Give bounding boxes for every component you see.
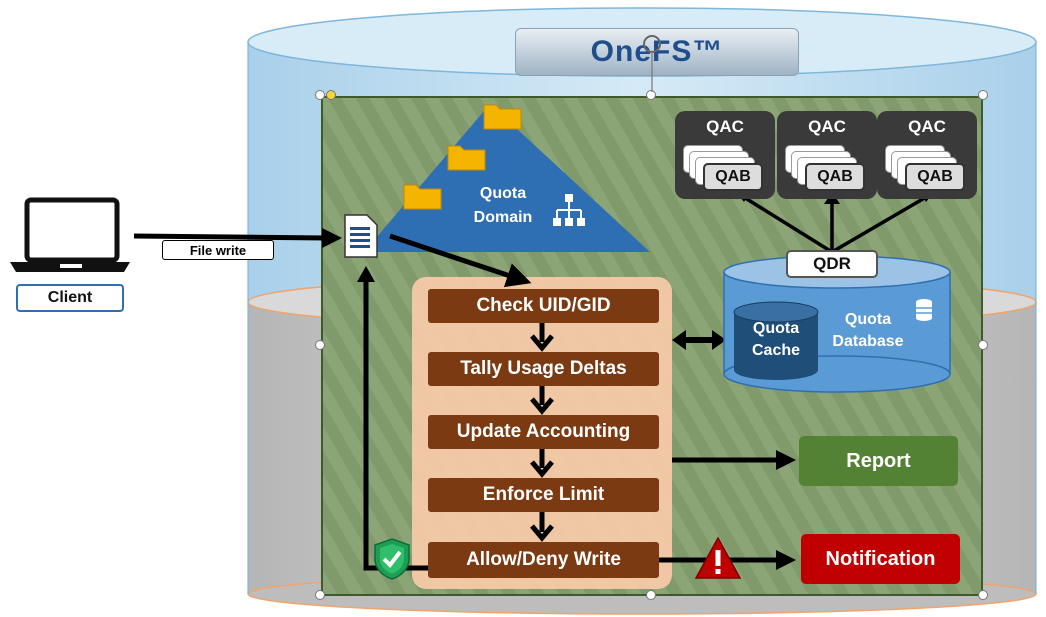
qab-label: QAB xyxy=(905,163,965,191)
qac-node-2: QAC QAB xyxy=(777,111,877,199)
step-check-uid-gid: Check UID/GID xyxy=(428,289,659,323)
notification-box: Notification xyxy=(801,534,960,584)
folder-icon xyxy=(483,104,522,130)
quota-cache-label: Quota Cache xyxy=(751,320,801,359)
qdr-box: QDR xyxy=(786,250,878,278)
shield-check-icon xyxy=(374,538,410,580)
handle-br[interactable] xyxy=(978,590,988,600)
quota-domain-triangle xyxy=(364,104,650,252)
handle-tr[interactable] xyxy=(978,90,988,100)
file-write-arrow xyxy=(133,228,342,248)
step-update-accounting: Update Accounting xyxy=(428,415,659,449)
laptop-icon xyxy=(10,197,130,272)
qac-node-3: QAC QAB xyxy=(877,111,977,199)
step-enforce-limit: Enforce Limit xyxy=(428,478,659,512)
quota-database-cylinder xyxy=(723,255,951,393)
quota-domain-label: Quota Domain xyxy=(473,185,533,226)
quota-database-label: Quota Database xyxy=(832,311,904,350)
folder-icon xyxy=(403,184,442,210)
handle-mr[interactable] xyxy=(978,340,988,350)
step-allow-deny-write: Allow/Deny Write xyxy=(428,542,659,578)
document-icon xyxy=(344,214,378,258)
step-tally-usage-deltas: Tally Usage Deltas xyxy=(428,352,659,386)
folder-icon xyxy=(447,145,486,171)
step-arrows xyxy=(530,323,554,542)
handle-bm[interactable] xyxy=(646,590,656,600)
qab-label: QAB xyxy=(805,163,865,191)
handle-tl[interactable] xyxy=(315,90,325,100)
handle-bl[interactable] xyxy=(315,590,325,600)
hierarchy-icon xyxy=(553,194,585,226)
qac-node-1: QAC QAB xyxy=(675,111,775,199)
report-box: Report xyxy=(799,436,958,486)
handle-tl2[interactable] xyxy=(326,90,336,100)
file-write-label: File write xyxy=(162,240,274,260)
handle-tm[interactable] xyxy=(646,90,656,100)
database-icon xyxy=(916,299,932,321)
warning-icon xyxy=(694,536,742,579)
rotate-handle[interactable] xyxy=(640,32,664,92)
handle-ml[interactable] xyxy=(315,340,325,350)
qab-label: QAB xyxy=(703,163,763,191)
client-label: Client xyxy=(16,284,124,312)
